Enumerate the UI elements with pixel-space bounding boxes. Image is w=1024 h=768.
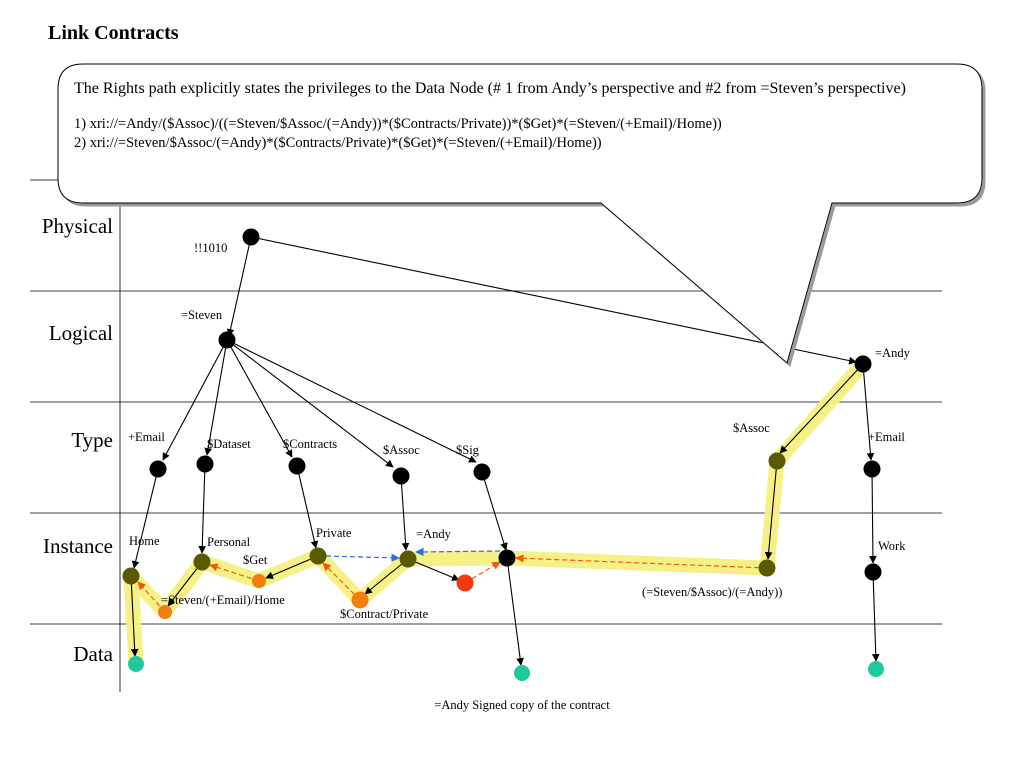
node-physical-root: [242, 228, 260, 246]
node-andy-instance: [399, 550, 417, 568]
node-steven-email-home: [158, 605, 172, 619]
node-personal: [193, 553, 211, 571]
slide-title: Link Contracts: [48, 22, 179, 44]
highlight-steven-path: [123, 548, 775, 671]
callout-shape: [57, 63, 983, 364]
edge-steven-email: [162, 339, 228, 461]
node-andy-assoc: [768, 452, 786, 470]
label-steven-email-home: =Steven/(+Email)/Home: [161, 593, 285, 607]
dash-private-andy: [325, 553, 400, 562]
edge-steven-dataset: [204, 339, 228, 456]
label-private: Private: [316, 526, 352, 540]
edge-sig-data: [506, 557, 524, 666]
layer-label-instance: Instance: [43, 534, 113, 558]
label-email-type: +Email: [128, 430, 165, 444]
edge-work-data: [871, 571, 880, 662]
edge-sig-instance: [481, 471, 508, 551]
node-data-signed: [514, 665, 530, 681]
node-work: [864, 563, 882, 581]
node-contracts: [288, 457, 306, 475]
edge-home-data: [130, 575, 139, 657]
dash-red-sig: [464, 561, 501, 584]
layer-label-type: Type: [71, 428, 113, 452]
edge-dataset-personal: [198, 463, 207, 554]
node-andy: [854, 355, 872, 373]
node-get: [252, 574, 266, 588]
label-get: $Get: [243, 553, 268, 567]
node-red-signature: [456, 574, 474, 592]
caption-signed-copy: =Andy Signed copy of the contract: [434, 698, 610, 712]
edge-email-home: [131, 468, 159, 569]
edge-andy-contractprivate: [364, 558, 409, 595]
edge-contracts-private: [296, 465, 319, 549]
node-labels: !!1010 =Steven =Andy +Email $Dataset $Co…: [128, 241, 911, 712]
label-steven-assoc-andy: (=Steven/$Assoc)/(=Andy)): [642, 585, 782, 599]
label-andy: =Andy: [875, 346, 911, 360]
layer-grid: [30, 179, 942, 692]
edge-andy-assoc: [779, 363, 864, 454]
node-dataset: [196, 455, 214, 473]
dashed-path-arrows: [137, 547, 768, 613]
node-private: [309, 547, 327, 565]
edge-personal-home2: [167, 561, 203, 607]
layer-label-data: Data: [73, 642, 113, 666]
node-sig-instance: [498, 549, 516, 567]
label-personal: Personal: [207, 535, 251, 549]
label-home: Home: [129, 534, 160, 548]
label-steven: =Steven: [181, 308, 223, 322]
dash-home2-home: [137, 581, 166, 613]
edge-private-get: [265, 555, 319, 579]
label-andy-email: +Email: [868, 430, 905, 444]
label-work: Work: [878, 539, 906, 553]
dash-get-personal: [209, 563, 260, 582]
edge-andy-assoc-instance: [764, 460, 778, 560]
label-dataset: $Dataset: [207, 437, 251, 451]
label-andy-instance: =Andy: [416, 527, 452, 541]
callout-paths: 1) xri://=Andy/($Assoc)/((=Steven/$Assoc…: [74, 115, 974, 153]
callout-path-1: 1) xri://=Andy/($Assoc)/((=Steven/$Assoc…: [74, 116, 722, 132]
node-assoc-type: [392, 467, 410, 485]
edge-steven-assoc: [226, 339, 394, 468]
node-data-home: [128, 656, 144, 672]
node-email-type: [149, 460, 167, 478]
callout-description: The Rights path explicitly states the pr…: [74, 80, 906, 97]
layer-labels: Physical Logical Type Instance Data: [42, 214, 114, 666]
edge-assoc-andy: [400, 475, 410, 551]
layer-label-physical: Physical: [42, 214, 113, 238]
layer-label-logical: Logical: [49, 321, 113, 345]
nodes: [122, 228, 884, 681]
dash-contractprivate-private: [322, 562, 361, 601]
rights-path-highlight: [123, 356, 871, 671]
edge-andy-email: [862, 363, 875, 461]
dash-associnst-sig: [515, 554, 768, 569]
node-sig: [473, 463, 491, 481]
node-contract-private: [351, 591, 369, 609]
node-andy-email: [863, 460, 881, 478]
edge-steven-contracts: [226, 339, 293, 458]
label-assoc-type: $Assoc: [383, 443, 420, 457]
label-andy-assoc: $Assoc: [733, 421, 770, 435]
edge-root-andy: [250, 236, 857, 365]
dash-sig-andy: [415, 547, 501, 557]
edge-andyinst-red: [407, 558, 460, 581]
callout-text: The Rights path explicitly states the pr…: [74, 78, 974, 153]
edge-root-steven: [226, 236, 252, 337]
callout-bubble: [57, 63, 983, 364]
label-contracts: $Contracts: [283, 437, 337, 451]
label-contract-private: $Contract/Private: [340, 607, 429, 621]
label-sig: $Sig: [456, 443, 480, 457]
node-steven: [218, 331, 236, 349]
edge-steven-sig: [226, 339, 477, 463]
node-home: [122, 567, 140, 585]
node-steven-assoc-andy: [758, 559, 776, 577]
structural-edges: [130, 236, 880, 666]
edge-email-work: [869, 468, 877, 564]
node-data-work: [868, 661, 884, 677]
callout-path-2: 2) xri://=Steven/$Assoc/(=Andy)*($Contra…: [74, 135, 602, 151]
label-physical-root: !!1010: [194, 241, 227, 255]
